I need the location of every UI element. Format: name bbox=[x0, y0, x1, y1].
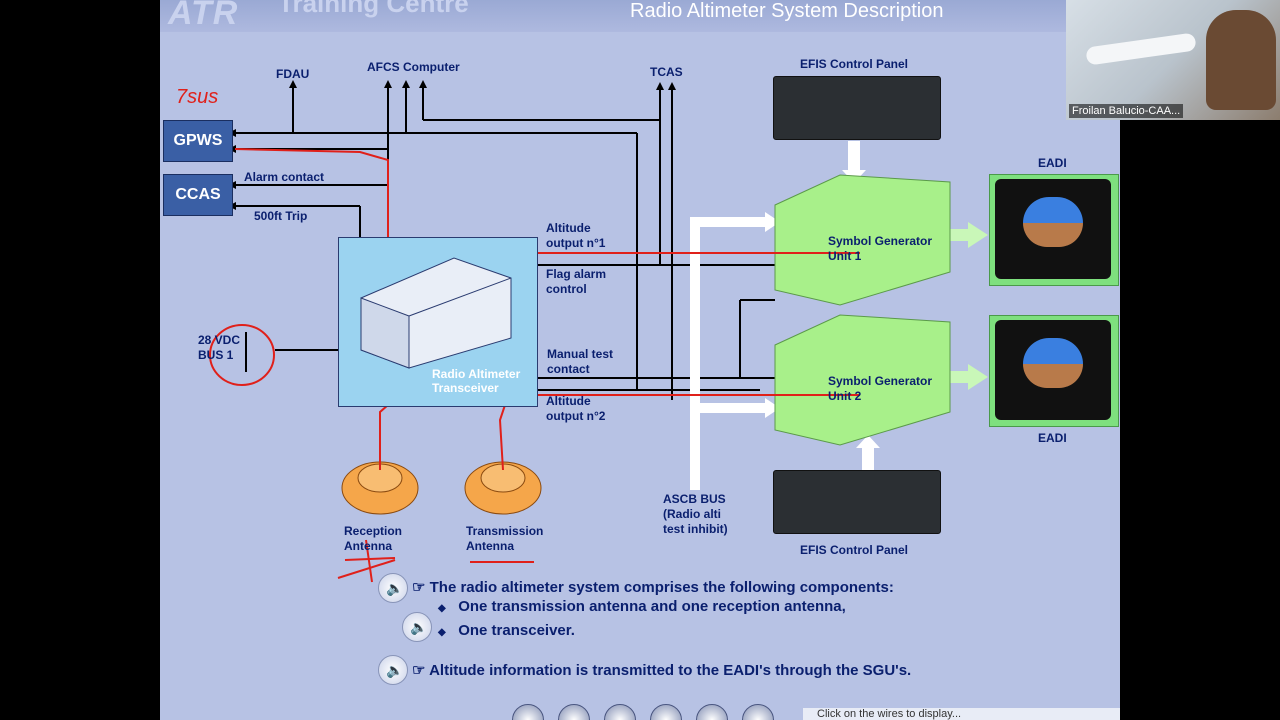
eadi-ground bbox=[1023, 223, 1083, 247]
speaker-button-1[interactable]: 🔈 bbox=[378, 573, 408, 603]
note-marker: ◆ bbox=[438, 627, 446, 638]
note-marker: ☞ bbox=[412, 662, 426, 679]
eadi-sky bbox=[1023, 197, 1083, 223]
note-marker: ☞ bbox=[412, 579, 426, 596]
note-marker: ◆ bbox=[438, 603, 446, 614]
afcs-label: AFCS Computer bbox=[367, 60, 460, 74]
note-text: Altitude information is transmitted to t… bbox=[429, 662, 912, 679]
alt-output-2-label: Altitude output n°2 bbox=[546, 394, 606, 423]
eadi-screen-bottom bbox=[995, 320, 1111, 420]
webcam-feed: Froilan Balucio-CAA... bbox=[1066, 0, 1280, 120]
sgu-2-label[interactable]: Symbol Generator Unit 2 bbox=[828, 374, 933, 403]
eadi-bottom-label: EADI bbox=[1038, 431, 1067, 445]
speaker-icon: 🔈 bbox=[386, 580, 404, 596]
presenter-figure bbox=[1206, 10, 1276, 110]
speaker-icon: 🔈 bbox=[410, 619, 428, 635]
note-4: ☞ Altitude information is transmitted to… bbox=[412, 661, 911, 679]
note-2: ◆ One transmission antenna and one recep… bbox=[438, 598, 846, 615]
flag-alarm-label: Flag alarm control bbox=[546, 267, 607, 296]
speaker-button-3[interactable]: 🔈 bbox=[378, 655, 408, 685]
gpws-label: GPWS bbox=[173, 132, 223, 149]
note-3: ◆ One transceiver. bbox=[438, 622, 575, 639]
training-centre-logo-text: Training Centre bbox=[278, 0, 469, 18]
transceiver-label: Radio Altimeter Transceiver bbox=[432, 367, 521, 395]
note-1: ☞ The radio altimeter system comprises t… bbox=[412, 578, 894, 596]
tcas-label: TCAS bbox=[650, 65, 683, 79]
note-text: One transceiver. bbox=[458, 622, 575, 639]
radio-altimeter-transceiver-box[interactable] bbox=[338, 237, 538, 407]
ccas-label: CCAS bbox=[175, 186, 221, 203]
eadi-screen-top bbox=[995, 179, 1111, 279]
efis-top-label: EFIS Control Panel bbox=[800, 57, 909, 71]
eadi-display-bottom[interactable] bbox=[989, 315, 1119, 427]
eadi-ground bbox=[1023, 364, 1083, 388]
atr-logo: ATR bbox=[168, 0, 239, 32]
eadi-top-label: EADI bbox=[1038, 156, 1067, 170]
sgu-1-label[interactable]: Symbol Generator Unit 1 bbox=[828, 234, 933, 263]
fdau-label: FDAU bbox=[276, 67, 310, 81]
speaker-icon: 🔈 bbox=[386, 662, 404, 678]
reception-antenna-label: Reception Antenna bbox=[344, 524, 403, 553]
alarm-contact-label: Alarm contact bbox=[244, 170, 325, 184]
slide-canvas: ATR Training Centre Radio Altimeter Syst… bbox=[160, 0, 1120, 720]
speaker-button-2[interactable]: 🔈 bbox=[402, 612, 432, 642]
eadi-sky bbox=[1023, 338, 1083, 364]
ccas-box[interactable]: CCAS bbox=[163, 174, 233, 216]
vdc-28-label: 28 VDC BUS 1 bbox=[198, 333, 241, 362]
handwritten-annotation: 7sus bbox=[176, 86, 219, 108]
gpws-box[interactable]: GPWS bbox=[163, 120, 233, 162]
efis-bottom-label: EFIS Control Panel bbox=[800, 543, 909, 557]
help-bar: Click on the wires to display... bbox=[803, 708, 1120, 720]
wiring-diagram bbox=[169, 80, 1093, 583]
title-bar: ATR Training Centre Radio Altimeter Syst… bbox=[160, 0, 1120, 32]
presenter-name: Froilan Balucio-CAA... bbox=[1069, 104, 1184, 118]
slide-title: Radio Altimeter System Description bbox=[630, 0, 944, 22]
airplane-image bbox=[1085, 32, 1197, 66]
ascb-bus-label: ASCB BUS (Radio alti test inhibit) bbox=[663, 492, 728, 536]
transceiver-unit-image bbox=[360, 257, 512, 369]
manual-test-label: Manual test contact bbox=[547, 347, 614, 376]
eadi-display-top[interactable] bbox=[989, 174, 1119, 286]
transmission-antenna-label: Transmission Antenna bbox=[466, 524, 544, 553]
note-text: The radio altimeter system comprises the… bbox=[429, 579, 894, 596]
efis-control-panel-bottom[interactable] bbox=[773, 470, 941, 534]
alt-output-1-label: Altitude output n°1 bbox=[546, 221, 606, 250]
note-text: One transmission antenna and one recepti… bbox=[458, 598, 846, 615]
trip-500-label: 500ft Trip bbox=[254, 209, 308, 223]
efis-control-panel-top[interactable] bbox=[773, 76, 941, 140]
